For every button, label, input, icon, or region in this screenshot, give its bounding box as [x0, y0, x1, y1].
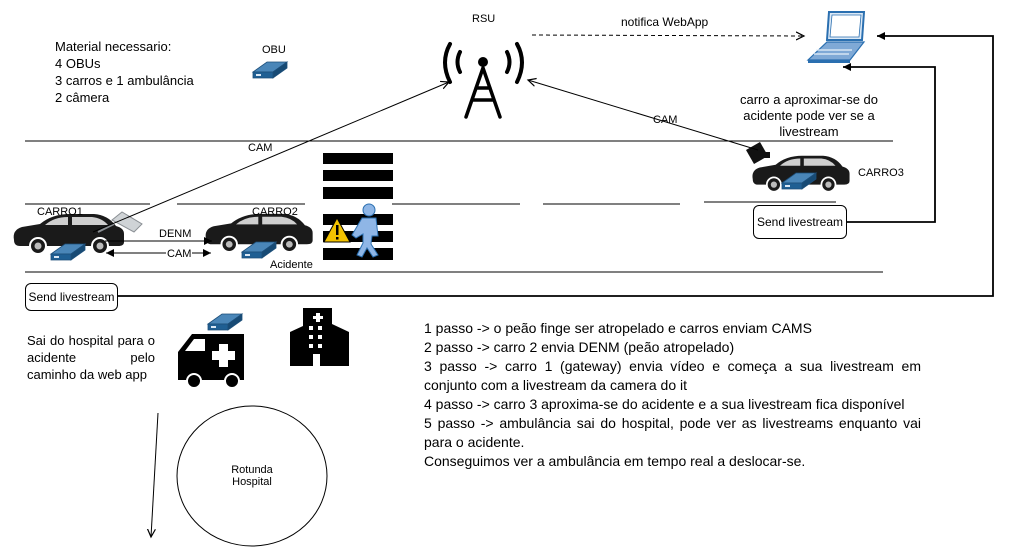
material-list: Material necessario: 4 OBUs 3 carros e 1…: [55, 38, 194, 106]
camera-icon: [97, 211, 143, 233]
notifica-arrow: [531, 35, 804, 36]
warning-icon: [323, 216, 351, 243]
obu-ambulance-icon: [207, 313, 243, 331]
step-item: 1 passo -> o peão finge ser atropelado e…: [424, 320, 812, 336]
cam-label-between: CAM: [166, 248, 193, 261]
step-item: 3 passo -> carro 1 (gateway) envia vídeo…: [424, 358, 921, 393]
hospital-building-icon: [290, 308, 349, 366]
livestream-left-arrow: [117, 32, 994, 297]
material-title: Material necessario:: [55, 39, 172, 54]
material-item: 3 carros e 1 ambulância: [55, 73, 194, 88]
roundabout-circle: [176, 405, 328, 547]
carro1-label: CARRO1: [37, 206, 83, 218]
material-item: 2 câmera: [55, 90, 110, 105]
camera-car3-icon: [746, 142, 770, 164]
rotunda-line-2: Hospital: [232, 476, 272, 488]
ambulance-route-arrow: [151, 412, 159, 537]
steps-list: 1 passo -> o peão finge ser atropelado e…: [424, 319, 921, 471]
obu-car1-icon: [50, 243, 86, 261]
material-item: 4 OBUs: [55, 56, 101, 71]
cam-label-left: CAM: [248, 142, 273, 154]
carro2-label: CARRO2: [252, 206, 298, 218]
obu-device-icon: [252, 61, 288, 79]
laptop-icon: [806, 11, 866, 63]
rsu-label: RSU: [472, 13, 496, 25]
step-item: Conseguimos ver a ambulância em tempo re…: [424, 453, 806, 469]
livestream-right-arrow: [843, 63, 936, 223]
pedestrian-icon: [351, 203, 379, 258]
step-item: 5 passo -> ambulância sai do hospital, p…: [424, 415, 921, 450]
cam-arrow-car3-rsu: [528, 80, 759, 151]
hospital-description: Sai do hospital para o acidente pelo cam…: [27, 333, 155, 382]
acidente-label: Acidente: [270, 259, 313, 271]
cam-arrow-car1-rsu: [92, 82, 449, 233]
denm-label: DENM: [159, 228, 192, 240]
step-item: 2 passo -> carro 2 envia DENM (peão atro…: [424, 339, 735, 355]
notifica-label: notifica WebApp: [621, 15, 709, 29]
cam-label-right: CAM: [653, 114, 678, 126]
rsu-tower-icon: [443, 42, 524, 119]
obu-label: OBU: [262, 44, 286, 56]
obu-car2-icon: [241, 241, 277, 259]
carro3-label: CARRO3: [858, 167, 904, 179]
carro3-caption: carro a aproximar-se do acidente pode ve…: [740, 92, 878, 139]
rotunda-line-1: Rotunda: [231, 464, 273, 476]
send-livestream-box-right: Send livestream: [753, 205, 847, 239]
crosswalk: [323, 153, 393, 260]
ambulance-icon: [178, 334, 244, 389]
send-livestream-box-left: Send livestream: [25, 283, 118, 311]
step-item: 4 passo -> carro 3 aproxima-se do aciden…: [424, 396, 905, 412]
rotunda-label: Rotunda Hospital: [178, 406, 326, 546]
